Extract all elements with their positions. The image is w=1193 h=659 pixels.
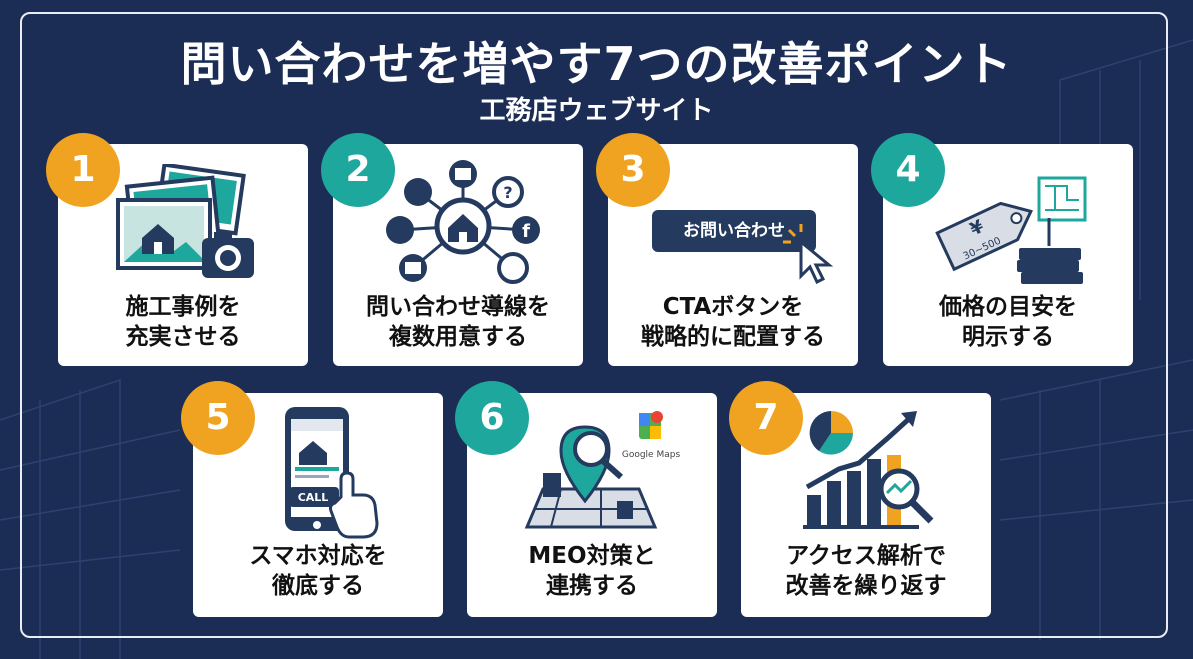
badge-1: 1 — [46, 133, 120, 207]
page-subtitle: 工務店ウェブサイト — [479, 96, 714, 126]
svg-text:?: ? — [503, 183, 512, 202]
svg-text:CALL: CALL — [298, 491, 329, 504]
card-7: アクセス解析で 改善を繰り返す — [741, 393, 991, 617]
cursor-click-icon — [783, 224, 834, 284]
smartphone-icon: CALL — [285, 407, 379, 539]
badge-7: 7 — [729, 381, 803, 455]
card-2-label: 問い合わせ導線を 複数用意する — [366, 294, 550, 350]
cta-button-label: お問い合わせ — [683, 221, 785, 241]
badge-2: 2 — [321, 133, 395, 207]
card-3-label: CTAボタンを 戦略的に配置する — [641, 294, 825, 350]
analytics-chart-icon — [803, 411, 934, 529]
price-tag-icon: ¥ 30~500 — [935, 176, 1087, 284]
map-pin-icon: Google Maps — [524, 411, 681, 529]
card-4-label: 価格の目安を 明示する — [939, 294, 1077, 350]
photo-gallery-icon — [116, 164, 254, 278]
svg-text:Google Maps: Google Maps — [622, 450, 681, 460]
card-6-label: MEO対策と 連携する — [528, 543, 656, 599]
card-5-label: スマホ対応を 徹底する — [249, 543, 387, 599]
badge-5: 5 — [181, 381, 255, 455]
badge-6: 6 — [455, 381, 529, 455]
card-1-label: 施工事例を 充実させる — [125, 294, 241, 350]
badge-4: 4 — [871, 133, 945, 207]
badge-3: 3 — [596, 133, 670, 207]
svg-text:f: f — [522, 221, 530, 242]
contact-network-icon: ? f — [386, 160, 540, 284]
page-title: 問い合わせを増やす7つの改善ポイント — [180, 37, 1013, 91]
card-7-label: アクセス解析で 改善を繰り返す — [785, 543, 947, 599]
content-frame — [20, 12, 1168, 638]
